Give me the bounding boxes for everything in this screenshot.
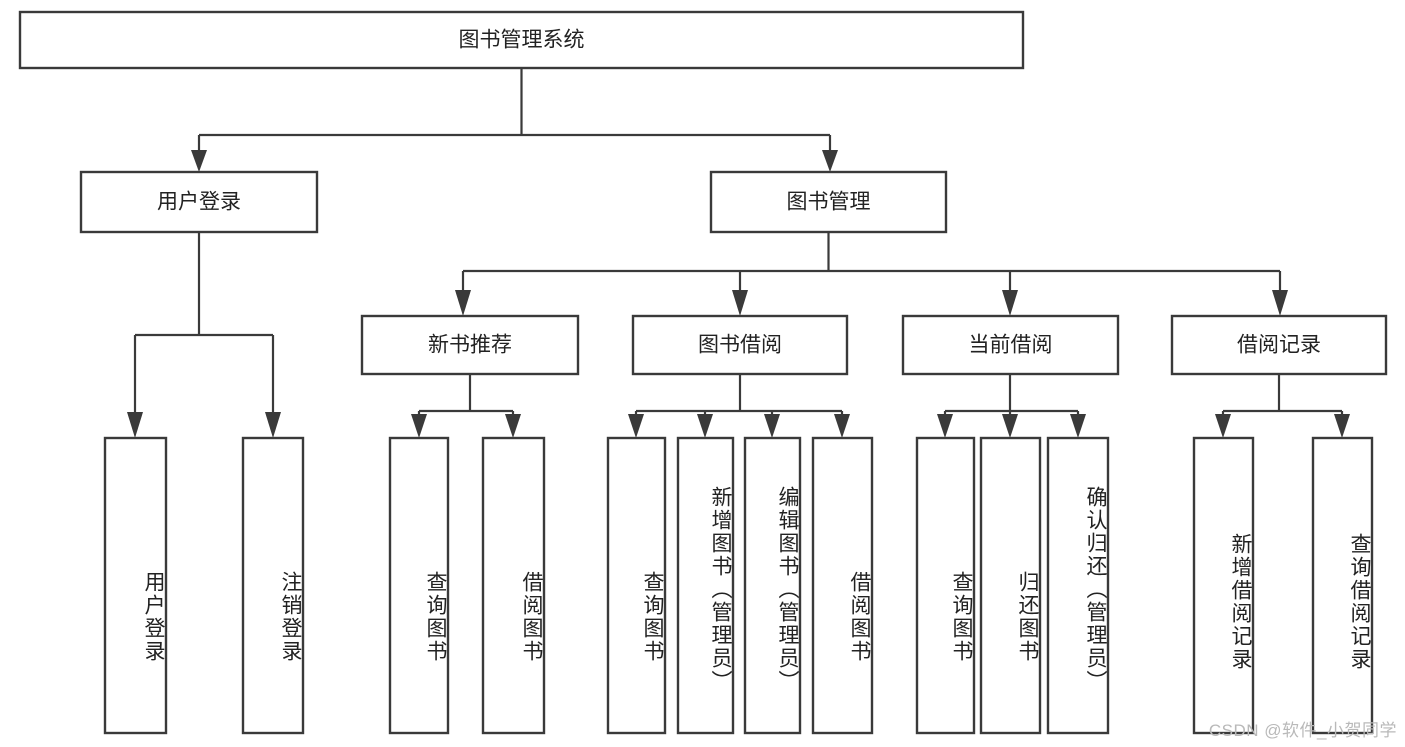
leaf-return-book-box[interactable] bbox=[979, 436, 1042, 735]
leaf-query-book-2-box[interactable] bbox=[606, 436, 667, 735]
leaf-node-group bbox=[103, 436, 1374, 735]
node-new-book-recommend[interactable]: 新书推荐 bbox=[360, 314, 580, 376]
leaf-query-record-box[interactable] bbox=[1311, 436, 1374, 735]
csdn-watermark: CSDN @软件_小贺同学 bbox=[1208, 721, 1397, 740]
node-book-manage[interactable]: 图书管理 bbox=[709, 170, 948, 234]
leaf-query-book-3-box[interactable] bbox=[915, 436, 976, 735]
node-borrow-record-box[interactable] bbox=[1170, 314, 1388, 376]
node-book-manage-label: 图书管理 bbox=[787, 191, 871, 214]
node-user-login-box[interactable] bbox=[79, 170, 319, 234]
node-book-borrow-box[interactable] bbox=[631, 314, 849, 376]
arrow-to-book-borrow bbox=[732, 290, 748, 316]
node-root[interactable]: 图书管理系统 bbox=[18, 10, 1025, 70]
arrow-to-book-manage bbox=[822, 150, 838, 172]
node-borrow-record[interactable]: 借阅记录 bbox=[1170, 314, 1388, 376]
leaf-borrow-book-1-box[interactable] bbox=[481, 436, 546, 735]
arrow-to-leaf-return-book bbox=[1002, 414, 1018, 438]
arrow-to-leaf-user-login bbox=[127, 412, 143, 438]
node-book-borrow[interactable]: 图书借阅 bbox=[631, 314, 849, 376]
arrow-to-leaf-add-book bbox=[697, 414, 713, 438]
arrow-to-leaf-confirm-return bbox=[1070, 414, 1086, 438]
arrow-to-leaf-query-book-1 bbox=[411, 414, 427, 438]
leaf-user-login-box[interactable] bbox=[103, 436, 168, 735]
node-current-borrow[interactable]: 当前借阅 bbox=[901, 314, 1120, 376]
leaf-add-record-box[interactable] bbox=[1192, 436, 1255, 735]
node-new-book-recommend-box[interactable] bbox=[360, 314, 580, 376]
node-user-login[interactable]: 用户登录 bbox=[79, 170, 319, 234]
node-current-borrow-box[interactable] bbox=[901, 314, 1120, 376]
leaf-query-book-1-box[interactable] bbox=[388, 436, 450, 735]
node-book-manage-box[interactable] bbox=[709, 170, 948, 234]
arrow-to-leaf-add-record bbox=[1215, 414, 1231, 438]
arrow-to-user-login bbox=[191, 150, 207, 172]
connector-group bbox=[127, 68, 1350, 438]
arrow-to-leaf-query-record bbox=[1334, 414, 1350, 438]
node-new-book-recommend-label: 新书推荐 bbox=[428, 334, 512, 357]
node-root-label: 图书管理系统 bbox=[459, 29, 585, 52]
arrow-to-new-book-recommend bbox=[455, 290, 471, 316]
leaf-borrow-book-2-box[interactable] bbox=[811, 436, 874, 735]
node-current-borrow-label: 当前借阅 bbox=[969, 334, 1053, 357]
node-user-login-label: 用户登录 bbox=[157, 191, 241, 214]
leaf-logout-box[interactable] bbox=[241, 436, 305, 735]
arrow-to-leaf-query-book-3 bbox=[937, 414, 953, 438]
node-borrow-record-label: 借阅记录 bbox=[1237, 334, 1321, 357]
leaf-add-book-box[interactable] bbox=[676, 436, 735, 735]
node-book-borrow-label: 图书借阅 bbox=[698, 334, 782, 357]
arrow-to-leaf-borrow-book-1 bbox=[505, 414, 521, 438]
arrow-to-current-borrow bbox=[1002, 290, 1018, 316]
leaf-confirm-return-box[interactable] bbox=[1046, 436, 1110, 735]
arrow-to-borrow-record bbox=[1272, 290, 1288, 316]
leaf-edit-book-box[interactable] bbox=[743, 436, 802, 735]
arrow-to-leaf-borrow-book-2 bbox=[834, 414, 850, 438]
arrow-to-leaf-query-book-2 bbox=[628, 414, 644, 438]
arrow-to-leaf-edit-book bbox=[764, 414, 780, 438]
arrow-to-leaf-logout bbox=[265, 412, 281, 438]
node-root-box[interactable] bbox=[18, 10, 1025, 70]
